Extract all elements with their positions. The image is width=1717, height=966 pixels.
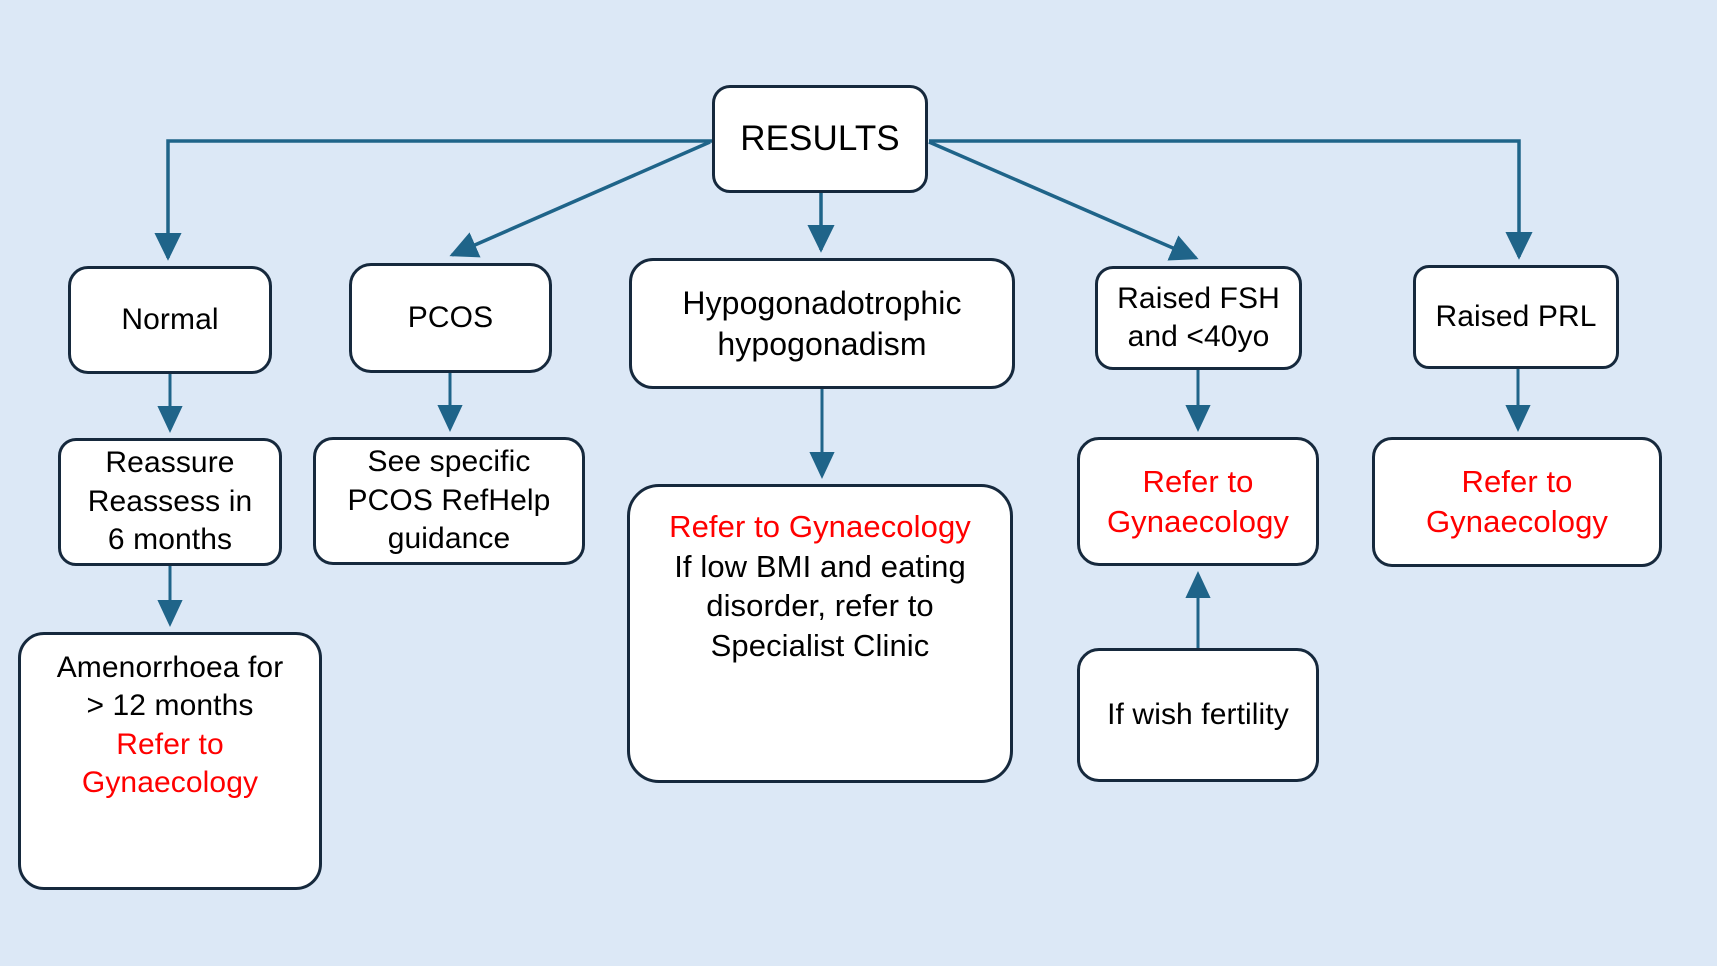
node-hypogonadotrophic-hypogonadism[interactable]: Hypogonadotrophic hypogonadism bbox=[629, 258, 1015, 389]
node-amenorrhoea-line-2: > 12 months bbox=[86, 689, 254, 723]
node-hypogonadism-referral-line-1: Refer to Gynaecology bbox=[669, 509, 971, 544]
node-normal[interactable]: Normal bbox=[68, 266, 272, 374]
node-raised-fsh-line-1: Raised FSH bbox=[1117, 281, 1280, 315]
node-reassure-line-3: 6 months bbox=[107, 523, 233, 557]
node-raised-prl-referral-line-1: Refer to bbox=[1461, 464, 1573, 500]
node-hypogonadism-line-2: hypogonadism bbox=[717, 325, 927, 362]
node-hypogonadism-referral-line-3: disorder, refer to bbox=[706, 588, 934, 624]
node-if-wish-fertility[interactable]: If wish fertility bbox=[1077, 648, 1319, 782]
node-pcos-label: PCOS bbox=[407, 300, 494, 334]
node-pcos[interactable]: PCOS bbox=[349, 263, 552, 373]
node-hypogonadism-referral-line-4: Specialist Clinic bbox=[710, 628, 930, 664]
node-raised-fsh[interactable]: Raised FSH and <40yo bbox=[1095, 266, 1302, 370]
edge-results-to-normal bbox=[154, 139, 712, 261]
node-reassure-line-1: Reassure bbox=[105, 446, 235, 480]
node-raised-fsh-referral[interactable]: Refer to Gynaecology bbox=[1077, 437, 1319, 566]
node-raised-prl-referral-line-2: Gynaecology bbox=[1425, 504, 1609, 539]
node-pcos-refhelp[interactable]: See specific PCOS RefHelp guidance bbox=[313, 437, 585, 565]
node-amenorrhoea-line-1: Amenorrhoea for bbox=[56, 651, 284, 684]
edge-results-to-pcos bbox=[449, 140, 711, 258]
node-raised-fsh-referral-line-2: Gynaecology bbox=[1106, 503, 1290, 539]
node-results[interactable]: RESULTS bbox=[712, 85, 928, 193]
node-pcos-refhelp-line-2: PCOS RefHelp bbox=[347, 483, 551, 517]
node-raised-fsh-line-2: and <40yo bbox=[1127, 320, 1270, 353]
node-reassure[interactable]: Reassure Reassess in 6 months bbox=[58, 438, 282, 566]
node-raised-fsh-referral-line-1: Refer to bbox=[1142, 463, 1254, 499]
node-raised-prl[interactable]: Raised PRL bbox=[1413, 265, 1619, 369]
edge-results-to-raised-prl bbox=[929, 139, 1533, 260]
node-raised-prl-referral[interactable]: Refer to Gynaecology bbox=[1372, 437, 1662, 567]
node-hypogonadism-referral[interactable]: Refer to Gynaecology If low BMI and eati… bbox=[627, 484, 1013, 783]
node-amenorrhoea-referral-line-2: Gynaecology bbox=[81, 766, 259, 800]
edge-results-to-raised-fsh bbox=[928, 140, 1199, 261]
node-pcos-refhelp-line-3: guidance bbox=[387, 522, 511, 556]
node-reassure-line-2: Reassess in bbox=[87, 484, 253, 518]
node-amenorrhoea[interactable]: Amenorrhoea for > 12 months Refer to Gyn… bbox=[18, 632, 322, 890]
node-raised-prl-label: Raised PRL bbox=[1435, 299, 1597, 333]
node-hypogonadism-referral-line-2: If low BMI and eating bbox=[674, 548, 966, 584]
node-amenorrhoea-referral-line-1: Refer to bbox=[116, 727, 224, 761]
node-pcos-refhelp-line-1: See specific bbox=[367, 445, 531, 479]
node-normal-label: Normal bbox=[121, 302, 219, 336]
node-hypogonadism-line-1: Hypogonadotrophic bbox=[682, 284, 962, 321]
node-results-label: RESULTS bbox=[740, 118, 900, 158]
node-if-wish-fertility-label: If wish fertility bbox=[1107, 697, 1289, 731]
